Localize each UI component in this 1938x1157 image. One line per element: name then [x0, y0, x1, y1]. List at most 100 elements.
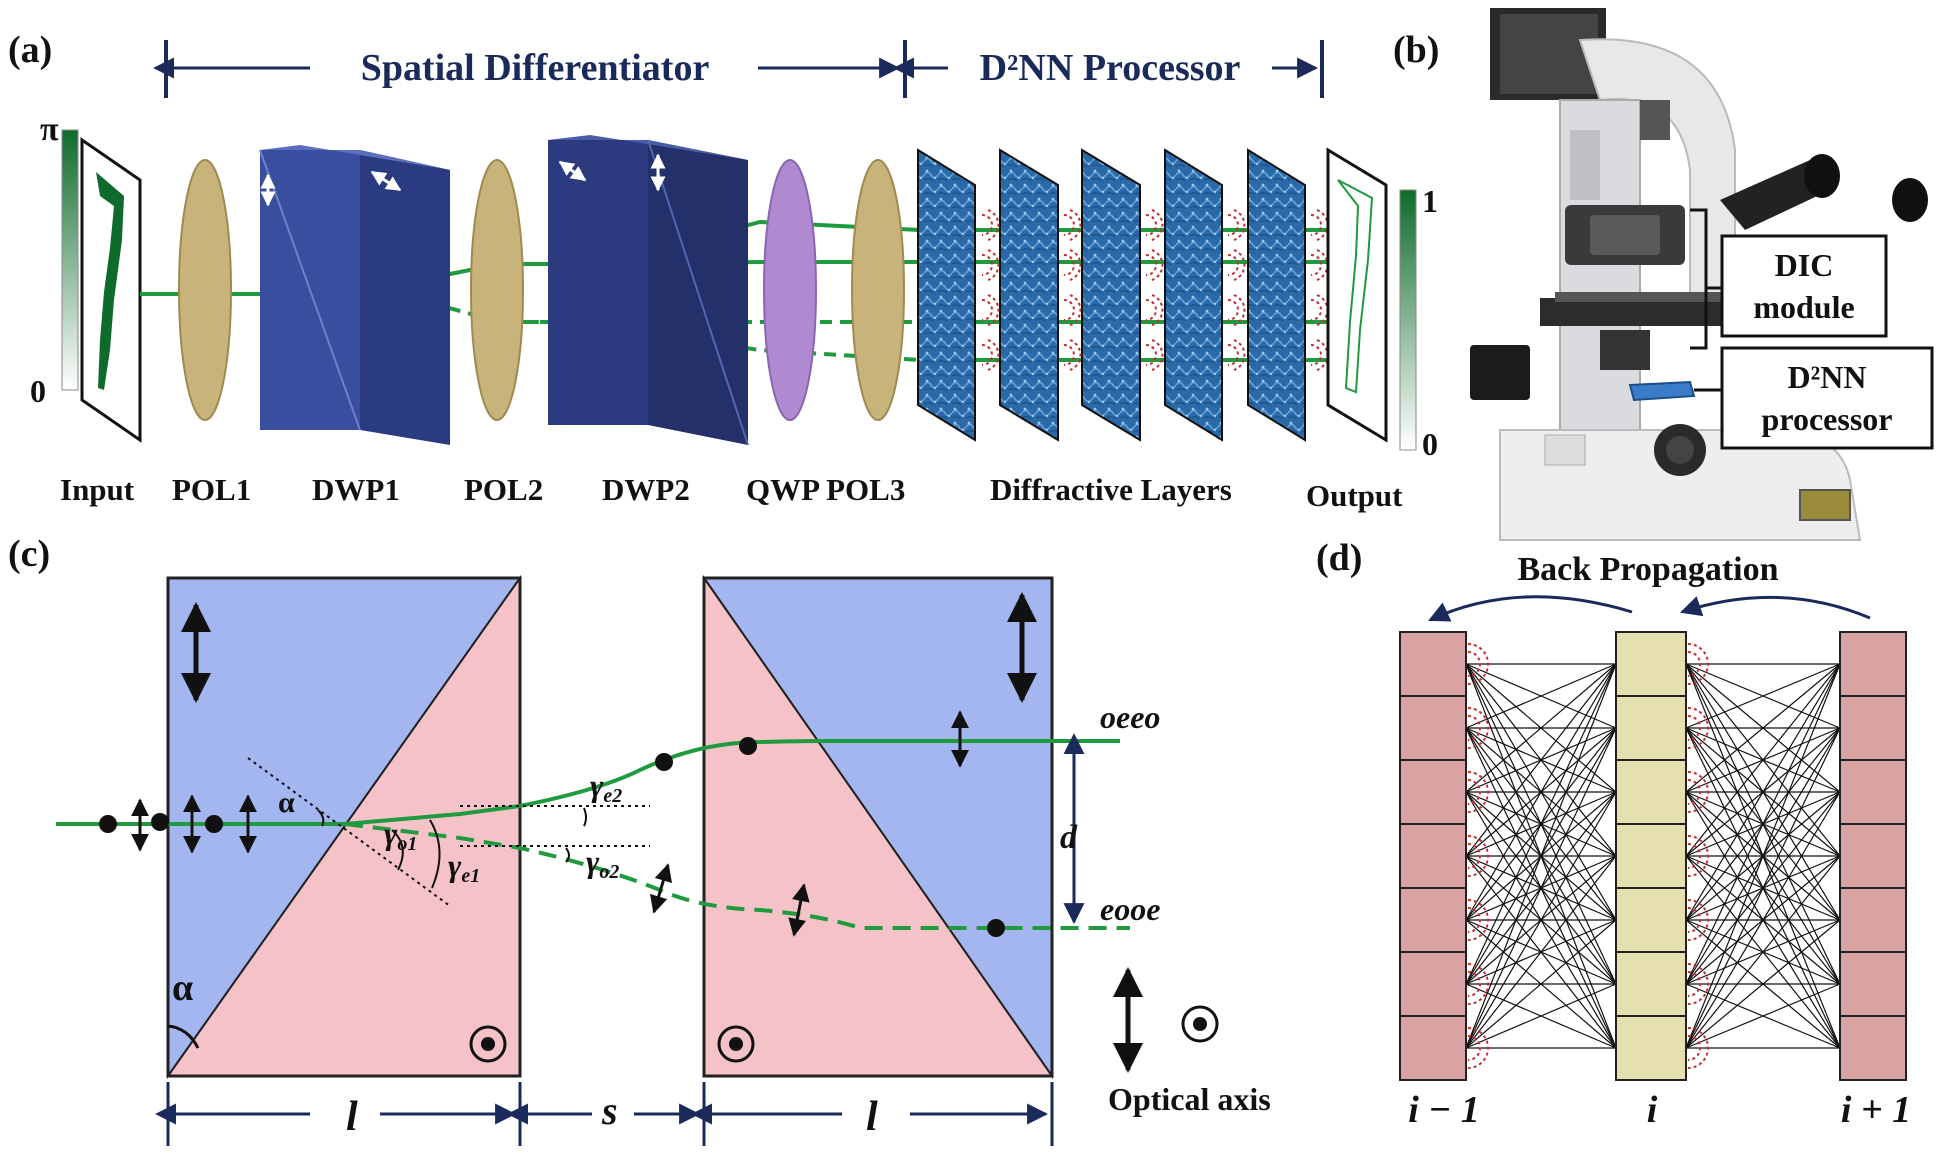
phase-colorbar-gradient [61, 129, 79, 391]
qwp-waveplate [763, 159, 817, 421]
neuron-cell [1615, 1015, 1687, 1081]
layer-i-minus-1 [1399, 631, 1467, 1081]
layer-label-i: i [1647, 1089, 1658, 1131]
connection-line [1685, 791, 1841, 1049]
microscope-illustration [1470, 8, 1928, 541]
gamma-o1-label: γo1 [384, 815, 417, 855]
diffractive-layer-4 [1164, 148, 1223, 442]
back-propagation-title: Back Propagation [1517, 551, 1778, 588]
connection-line [1465, 663, 1617, 857]
neuron-cell [1615, 759, 1687, 825]
intensity-colorbar: 1 0 [1399, 183, 1438, 462]
panel-a: (a) Spatial Differentiator D²NN Processo… [8, 29, 1438, 513]
gamma-o2-label: γo2 [586, 843, 619, 883]
wavelet-arc [1467, 707, 1489, 749]
neuron-cell [1615, 887, 1687, 953]
neuron-cell [1399, 631, 1467, 697]
wavelet-arc [1687, 1027, 1709, 1069]
connection-line [1465, 663, 1617, 921]
connection-line [1465, 983, 1617, 1049]
connection-line [1685, 663, 1841, 729]
wavelet-arc [1687, 899, 1709, 941]
wavelet-arc [1467, 771, 1489, 813]
neuron-cell [1839, 695, 1907, 761]
dwp2-axis-arrow [558, 160, 587, 182]
label-input: Input [60, 472, 135, 507]
neuron-cell [1615, 823, 1687, 889]
left-prism-axis-dot-icon [469, 1025, 507, 1063]
gamma-e2-label: γe2 [590, 767, 622, 807]
dim-l-right-label: l [866, 1094, 878, 1140]
connection-line [1685, 663, 1841, 1049]
panel-a-label: (a) [8, 29, 52, 71]
section-d2nn-processor: D²NN Processor [980, 47, 1241, 89]
output-image [1326, 147, 1388, 443]
neuron-cell [1615, 695, 1687, 761]
intensity-colorbar-max: 1 [1422, 183, 1438, 219]
dic-bracket [1690, 208, 1708, 350]
connection-line [1465, 663, 1617, 985]
beam-eooe [344, 822, 1130, 930]
neuron-cell [1399, 887, 1467, 953]
label-dwp2: DWP2 [602, 472, 690, 507]
panel-c: (c) [8, 533, 1271, 1146]
neuron-cell [1839, 951, 1907, 1017]
wavelet-arc [1687, 843, 1701, 869]
label-dwp1: DWP1 [312, 472, 400, 507]
dwp1-wollaston [259, 145, 450, 445]
phase-colorbar: π 0 [30, 111, 79, 409]
wavelet-arc [1687, 907, 1701, 933]
wavelet-arc [1687, 643, 1709, 685]
neuron-cell [1839, 759, 1907, 825]
label-pol1: POL1 [172, 472, 251, 507]
dim-s-label: s [601, 1088, 618, 1133]
neuron-cell [1399, 695, 1467, 761]
dimension-lines [155, 1082, 1054, 1146]
neuron-cell [1839, 631, 1907, 697]
neuron-cell [1839, 1015, 1907, 1081]
layer-label-i-plus-1: i + 1 [1841, 1089, 1911, 1131]
layer-label-i-minus-1: i − 1 [1408, 1089, 1480, 1131]
layer-i [1615, 631, 1687, 1081]
wavelet-arc [1467, 835, 1489, 877]
wavelet-arc [1467, 843, 1481, 869]
wavelet-arc [1467, 779, 1481, 805]
connection-line [1685, 663, 1841, 921]
pol2-polarizer [470, 159, 524, 421]
connection-line [1465, 855, 1617, 1049]
wavelet-arc [1467, 1027, 1489, 1069]
dwp2-wollaston [548, 135, 749, 446]
polarization-arrows [131, 710, 969, 937]
beam-bottom-label: eooe [1100, 891, 1160, 927]
d2nn-chip [1628, 380, 1696, 402]
output-frame [1326, 147, 1388, 443]
neuron-cell [1615, 631, 1687, 697]
wavelet-arc [1467, 899, 1489, 941]
panel-d: (d) Back Propagation i − 1 i i + 1 [1316, 537, 1911, 1131]
wavelet-arc [1687, 835, 1709, 877]
connection-line [1465, 727, 1617, 1049]
intensity-colorbar-min: 0 [1422, 426, 1438, 462]
dim-l-left-label: l [346, 1094, 358, 1140]
neuron-cell [1399, 951, 1467, 1017]
dic-module-callout: DIC module [1720, 234, 1888, 338]
separation-label: d [1060, 819, 1078, 856]
connection-line [1685, 855, 1841, 1049]
connection-line [1465, 919, 1617, 1049]
label-diffractive-layers: Diffractive Layers [990, 472, 1232, 507]
diffractive-layers [917, 148, 1329, 442]
neuron-cell [1399, 759, 1467, 825]
connection-line [1465, 791, 1617, 1049]
diffractive-layer-3 [1081, 148, 1141, 442]
diffractive-layer-1 [917, 148, 976, 442]
wavelet-arc [1467, 643, 1489, 685]
output-edge-trace [1337, 179, 1374, 394]
connections-right [1685, 663, 1841, 1049]
legend-optical-axis-label: Optical axis [1108, 1081, 1271, 1117]
wavelet-arcs [1467, 643, 1709, 1069]
neuron-cell [1615, 951, 1687, 1017]
layer-i-plus-1 [1839, 631, 1907, 1081]
diffractive-layer-5 [1247, 148, 1306, 442]
label-qwp-pol3: QWP POL3 [746, 472, 905, 507]
